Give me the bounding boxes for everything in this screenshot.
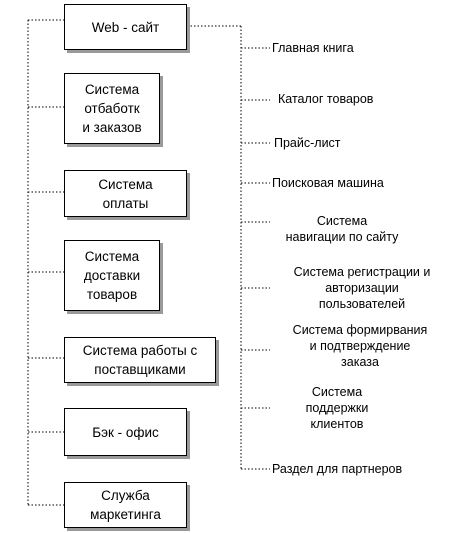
item-label-product-catalog: Каталог товаров bbox=[278, 92, 374, 106]
item-label-registration: Система регистрации и авторизации пользо… bbox=[293, 265, 431, 311]
root-box-web-site: Web - сайт bbox=[64, 4, 187, 50]
module-box-suppliers: Система работы с поставщиками bbox=[64, 337, 216, 383]
item-label-price-list: Прайс-лист bbox=[274, 136, 341, 150]
module-box-delivery: Система доставки товаров bbox=[64, 240, 160, 311]
item-label-order-confirmation: Система формирвания и подтверждение зака… bbox=[292, 323, 428, 369]
item-label-general-ledger: Главная книга bbox=[272, 41, 354, 55]
item-label-partners-section: Раздел для партнеров bbox=[272, 462, 403, 476]
item-label-customer-support: Система поддержки клиентов bbox=[305, 385, 369, 431]
module-box-payment: Система оплаты bbox=[64, 170, 187, 217]
module-box-orders: Система отбаботк и заказов bbox=[64, 73, 160, 144]
item-label-site-navigation: Система навигации по сайту bbox=[285, 214, 399, 244]
module-box-marketing: Служба маркетинга bbox=[64, 482, 187, 528]
module-box-back-office: Бэк - офис bbox=[64, 408, 187, 456]
item-label-search-engine: Поисковая машина bbox=[272, 176, 384, 190]
